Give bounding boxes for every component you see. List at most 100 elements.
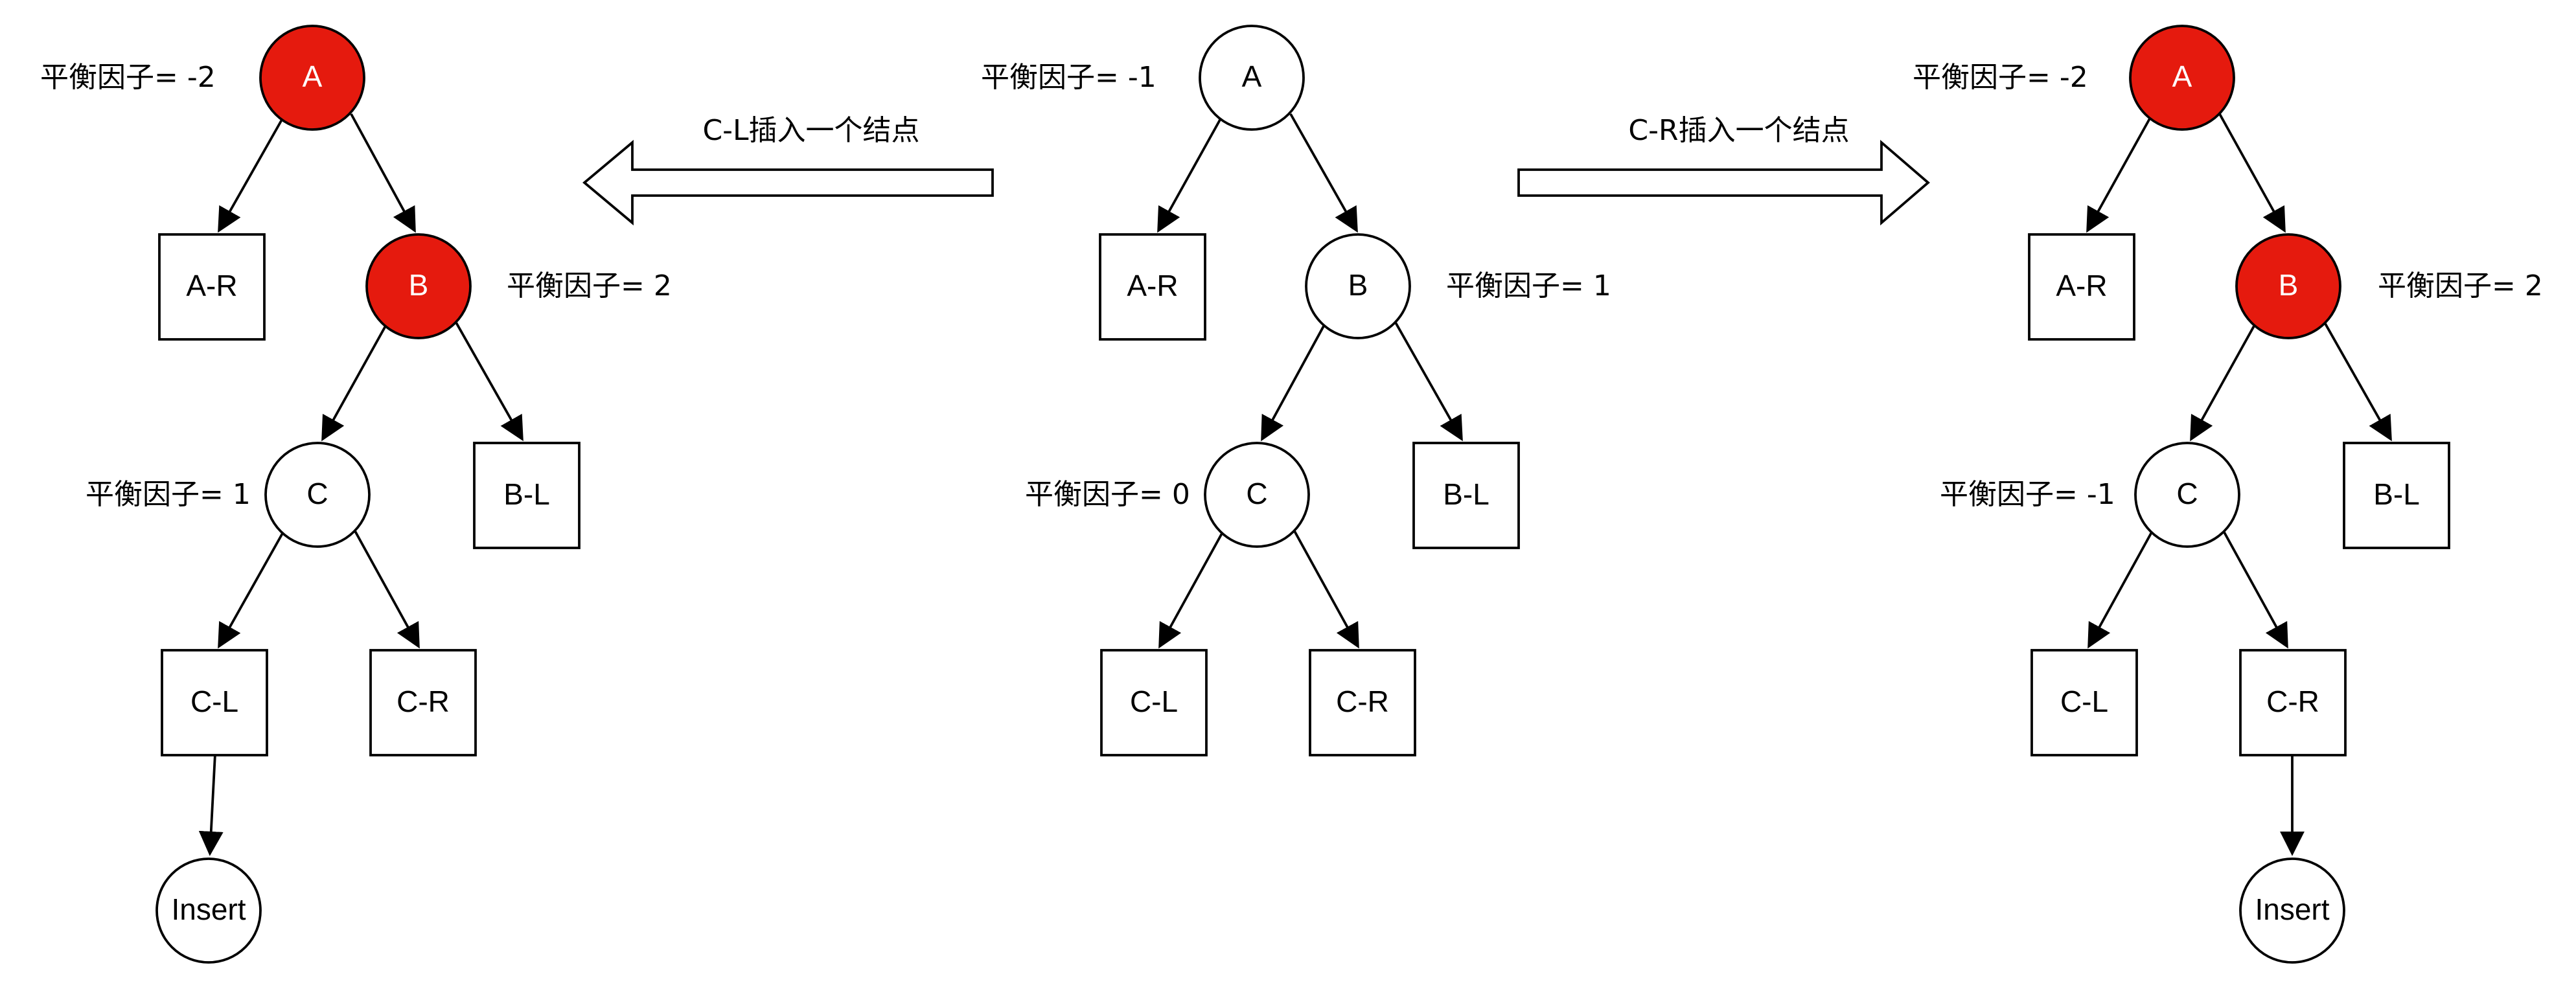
tree-left: A 平衡因子= -2 A-R B 平衡因子= 2 C 平衡因子= 1 B-L C…: [40, 25, 672, 964]
edge-right-a-b: [2218, 113, 2286, 233]
node-left-cl: C-L: [161, 649, 268, 756]
edge-left-c-cr: [354, 530, 420, 649]
node-right-insert: Insert: [2239, 857, 2345, 964]
edge-left-a-ar: [218, 113, 286, 233]
node-middle-c-label: C: [1246, 477, 1267, 510]
node-right-c: C: [2134, 442, 2240, 548]
node-middle-cr-label: C-R: [1336, 685, 1389, 718]
node-left-bl-box: [473, 442, 581, 549]
node-middle-cr-box: [1309, 649, 1416, 756]
edge-right-a-ar: [2086, 113, 2154, 233]
node-middle-cl-box: [1100, 649, 1208, 756]
caption-left: C-L插入一个结点: [702, 114, 919, 147]
arrow-right: C-R插入一个结点: [1517, 114, 1930, 226]
node-left-ar-label: A-R: [186, 269, 237, 302]
node-left-insert-circle: [155, 857, 262, 964]
node-middle-ar-label: A-R: [1127, 269, 1178, 302]
node-left-b: B: [365, 233, 472, 339]
node-right-bl-box: [2343, 442, 2450, 549]
node-middle-cl-label: C-L: [1130, 685, 1178, 718]
node-middle-bl-box: [1412, 442, 1520, 549]
node-right-cl-label: C-L: [2060, 685, 2108, 718]
node-right-ar: A-R: [2028, 233, 2135, 341]
bf-right-b: 平衡因子= 2: [2378, 269, 2543, 302]
node-right-c-circle: [2134, 442, 2240, 548]
node-left-bl: B-L: [473, 442, 581, 549]
node-right-cr-box: [2239, 649, 2347, 756]
node-middle-a-label: A: [1242, 60, 1262, 93]
node-middle-b-label: B: [1348, 268, 1368, 302]
arrow-left: C-L插入一个结点: [582, 114, 994, 226]
node-left-cr-label: C-R: [397, 685, 450, 718]
node-right-b-circle: [2235, 233, 2341, 339]
node-left-c: C: [264, 442, 371, 548]
node-left-a-circle: [259, 25, 365, 131]
edge-left-b-c: [321, 322, 389, 442]
node-right-bl-label: B-L: [2373, 477, 2420, 511]
edge-middle-c-cr: [1293, 530, 1359, 649]
node-right-a-circle: [2129, 25, 2235, 131]
bf-middle-a: 平衡因子= -1: [981, 61, 1156, 94]
node-right-cr: C-R: [2239, 649, 2347, 756]
node-middle-c-circle: [1204, 442, 1310, 548]
node-left-a-label: A: [303, 60, 323, 93]
bf-left-b: 平衡因子= 2: [507, 269, 672, 302]
node-middle-b-circle: [1305, 233, 1411, 339]
node-right-cl-box: [2030, 649, 2138, 756]
node-middle-bl: B-L: [1412, 442, 1520, 549]
node-middle-ar-box: [1099, 233, 1206, 341]
edge-left-c-cl: [218, 530, 285, 649]
bf-right-c: 平衡因子= -1: [1940, 478, 2115, 511]
bf-middle-b: 平衡因子= 1: [1446, 269, 1611, 302]
node-left-cr: C-R: [369, 649, 477, 756]
bf-middle-c: 平衡因子= 0: [1025, 478, 1190, 511]
tree-right: A 平衡因子= -2 A-R B 平衡因子= 2 C 平衡因子= -1 B-L …: [1913, 25, 2543, 964]
node-left-insert-label: Insert: [171, 892, 246, 926]
edge-middle-b-bl: [1394, 322, 1463, 442]
node-left-c-label: C: [306, 477, 328, 510]
node-right-a: A: [2129, 25, 2235, 131]
node-middle-a: A: [1199, 25, 1305, 131]
edge-middle-a-ar: [1157, 113, 1225, 233]
node-left-cl-box: [161, 649, 268, 756]
arrow-right-shape: [1517, 139, 1930, 226]
node-right-ar-label: A-R: [2056, 269, 2107, 302]
node-left-b-label: B: [409, 268, 429, 302]
edge-left-cl-insert: [198, 753, 224, 856]
node-left-cr-box: [369, 649, 477, 756]
edge-middle-a-b: [1289, 113, 1358, 233]
node-right-b: B: [2235, 233, 2341, 339]
node-right-a-label: A: [2172, 60, 2192, 93]
node-left-b-circle: [365, 233, 472, 339]
edge-right-b-c: [2190, 322, 2257, 442]
node-right-ar-box: [2028, 233, 2135, 341]
bf-left-a: 平衡因子= -2: [40, 61, 216, 94]
edge-left-a-b: [350, 113, 416, 233]
node-right-cr-label: C-R: [2266, 685, 2319, 718]
node-middle-a-circle: [1199, 25, 1305, 131]
edge-middle-c-cl: [1158, 530, 1225, 649]
node-right-c-label: C: [2176, 477, 2198, 510]
node-left-insert: Insert: [155, 857, 262, 964]
node-left-ar: A-R: [158, 233, 266, 341]
node-left-bl-label: B-L: [503, 477, 550, 511]
edge-middle-b-c: [1261, 322, 1327, 442]
node-middle-c: C: [1204, 442, 1310, 548]
node-middle-cr: C-R: [1309, 649, 1416, 756]
edge-right-b-bl: [2323, 322, 2392, 442]
node-right-bl: B-L: [2343, 442, 2450, 549]
node-left-cl-label: C-L: [190, 685, 238, 718]
node-right-cl: C-L: [2030, 649, 2138, 756]
bf-right-a: 平衡因子= -2: [1913, 61, 2088, 94]
node-middle-b: B: [1305, 233, 1411, 339]
caption-right: C-R插入一个结点: [1628, 114, 1849, 147]
arrow-left-shape: [582, 139, 994, 226]
node-middle-bl-label: B-L: [1443, 477, 1489, 511]
node-left-c-circle: [264, 442, 371, 548]
tree-middle: A 平衡因子= -1 A-R B 平衡因子= 1 C 平衡因子= 0 B-L C…: [981, 25, 1611, 756]
node-middle-cl: C-L: [1100, 649, 1208, 756]
node-left-ar-box: [158, 233, 266, 341]
node-left-a: A: [259, 25, 365, 131]
node-right-b-label: B: [2279, 268, 2299, 302]
node-middle-ar: A-R: [1099, 233, 1206, 341]
